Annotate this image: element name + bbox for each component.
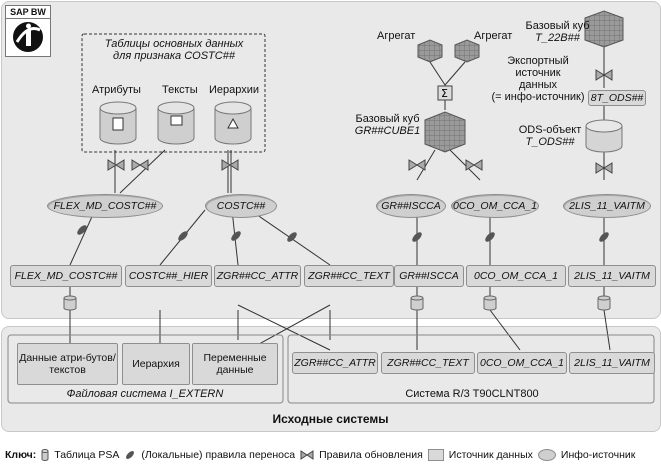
r3-item-2lis-11-vaitm[interactable]: 2LIS_11_VAITM (569, 352, 655, 374)
legend-infosource-swatch (537, 449, 556, 461)
aggregate-right-label: Агрегат (474, 30, 513, 42)
basecube2-line2: T_22B## (535, 32, 580, 44)
datasource-costc-hier[interactable]: COSTC##_HIER (125, 265, 212, 287)
file-item-attr-text[interactable]: Данные атри-бутов/текстов (17, 343, 118, 385)
file-item-hierarchy[interactable]: Иерархия (122, 343, 190, 385)
master-data-title: Таблицы основных данных для признака COS… (84, 38, 264, 62)
datasource-2lis-11-vaitm[interactable]: 2LIS_11_VAITM (568, 265, 656, 287)
table-label-hierarchies: Иерархии (209, 84, 260, 96)
infosource-0co-om-cca-1[interactable]: 0CO_OM_CCA_1 (451, 194, 539, 218)
export-line4: (= инфо-источник) (491, 91, 585, 103)
ods-line2: T_ODS## (525, 136, 575, 148)
legend-psa: Таблица PSA (54, 449, 120, 461)
source-systems-title: Исходные системы (272, 412, 389, 426)
sap-bw-logo: SAP BW (5, 5, 51, 57)
logo-i-icon (13, 22, 43, 52)
basecube1-line2: GR##CUBE1 (354, 125, 421, 137)
infosource-flex-md-costc[interactable]: FLEX_MD_COSTC## (47, 194, 163, 218)
legend-key: Ключ: (5, 449, 37, 461)
logo-label: SAP BW (6, 6, 50, 19)
ods-line1: ODS-объект (518, 124, 582, 136)
infosource-2lis-11-vaitm[interactable]: 2LIS_11_VAITM (563, 194, 651, 218)
datasource-zgr-cc-text[interactable]: ZGR##CC_TEXT (304, 265, 394, 287)
basecube1-label: Базовый куб GR##CUBE1 (345, 113, 430, 137)
infosource-gr-iscca[interactable]: GR##ISCCA (376, 194, 446, 218)
r3-item-0co-om-cca-1[interactable]: 0CO_OM_CCA_1 (477, 352, 567, 374)
datasource-gr-iscca[interactable]: GR##ISCCA (394, 265, 464, 287)
basecube1-line1: Базовый куб (355, 113, 420, 125)
export-line1: Экспортный (507, 55, 569, 67)
legend-datasource-swatch (427, 449, 444, 461)
datasource-flex-md-costc[interactable]: FLEX_MD_COSTC## (10, 265, 122, 287)
export-line3: данных (518, 79, 558, 91)
legend-infosource: Инфо-источник (560, 449, 636, 461)
basecube2-line1: Базовый куб (525, 20, 590, 32)
file-item-variable-data[interactable]: Переменные данные (192, 343, 278, 385)
r3-item-zgr-cc-text[interactable]: ZGR##CC_TEXT (381, 352, 475, 374)
file-system-label: Файловая система I_EXTERN (66, 388, 224, 400)
legend: Ключ: Таблица PSA (Локальные) правила пе… (5, 447, 657, 463)
table-label-attributes: Атрибуты (92, 84, 141, 96)
legend-psa-icon (41, 449, 49, 461)
ods-label: ODS-объект T_ODS## (515, 124, 585, 148)
table-label-texts: Тексты (162, 84, 198, 96)
master-data-title-line2: для признака COSTC## (113, 50, 235, 62)
aggregate-left-label: Агрегат (377, 30, 416, 42)
datasource-zgr-cc-attr[interactable]: ZGR##CC_ATTR (214, 265, 301, 287)
legend-datasource: Источник данных (448, 449, 533, 461)
master-data-title-line1: Таблицы основных данных (104, 38, 244, 50)
legend-update: Правила обновления (319, 449, 423, 461)
datasource-0co-om-cca-1[interactable]: 0CO_OM_CCA_1 (466, 265, 566, 287)
legend-transfer: (Локальные) правила переноса (141, 449, 296, 461)
legend-update-icon (300, 450, 314, 460)
export-line2: источник (515, 67, 561, 79)
svg-text:Σ: Σ (441, 87, 448, 100)
export-source-label: Экспортный источник данных (= инфо-источ… (488, 55, 588, 103)
export-datasource-box[interactable]: 8T_ODS## (588, 90, 646, 106)
basecube2-label: Базовый куб T_22B## (525, 20, 590, 44)
infosource-costc[interactable]: COSTC## (205, 194, 277, 218)
r3-item-zgr-cc-attr[interactable]: ZGR##CC_ATTR (292, 352, 378, 374)
r3-system-label: Система R/3 T90CLNT800 (405, 388, 539, 400)
legend-transfer-icon (126, 451, 135, 459)
